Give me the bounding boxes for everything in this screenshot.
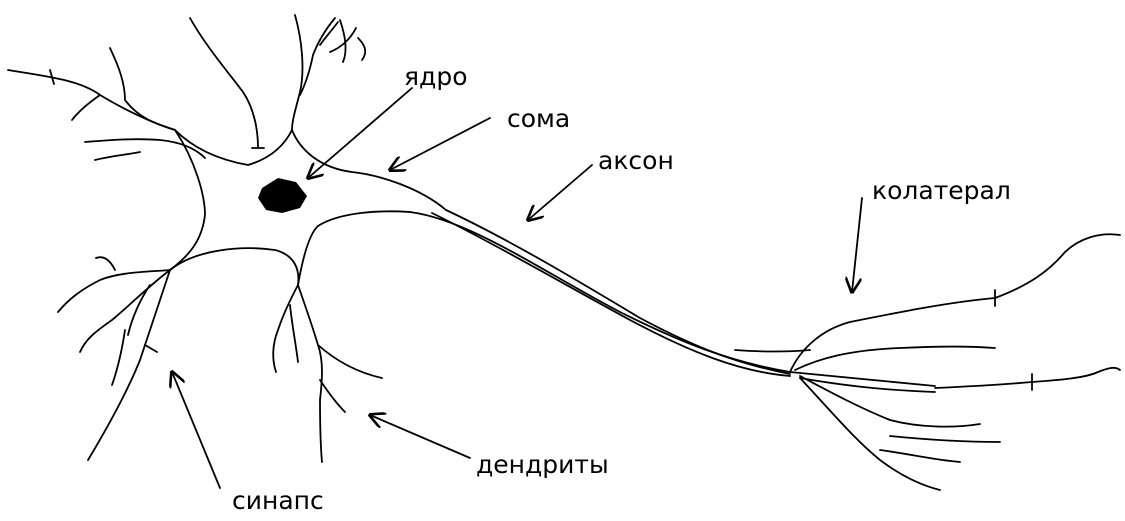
arrow-nucleus bbox=[308, 88, 412, 178]
arrow-synapse bbox=[172, 372, 220, 488]
soma-outline bbox=[170, 130, 446, 285]
arrow-dendrites bbox=[370, 415, 470, 458]
soma-label: сома bbox=[507, 106, 570, 131]
collateral-label: колатерал bbox=[872, 178, 1011, 203]
nucleus-shape bbox=[258, 178, 307, 213]
arrow-axon bbox=[528, 165, 592, 220]
dendrites-label: дендриты bbox=[476, 452, 609, 477]
arrow-collateral bbox=[852, 198, 862, 292]
label-arrows bbox=[172, 88, 862, 488]
arrow-soma bbox=[390, 118, 490, 170]
axon-label: аксон bbox=[598, 148, 674, 173]
synapse-label: синапс bbox=[232, 488, 324, 513]
axon-terminals bbox=[735, 234, 1120, 490]
axon-shape bbox=[410, 210, 935, 386]
dendrites bbox=[8, 15, 382, 462]
nucleus-label: ядро bbox=[404, 64, 468, 89]
